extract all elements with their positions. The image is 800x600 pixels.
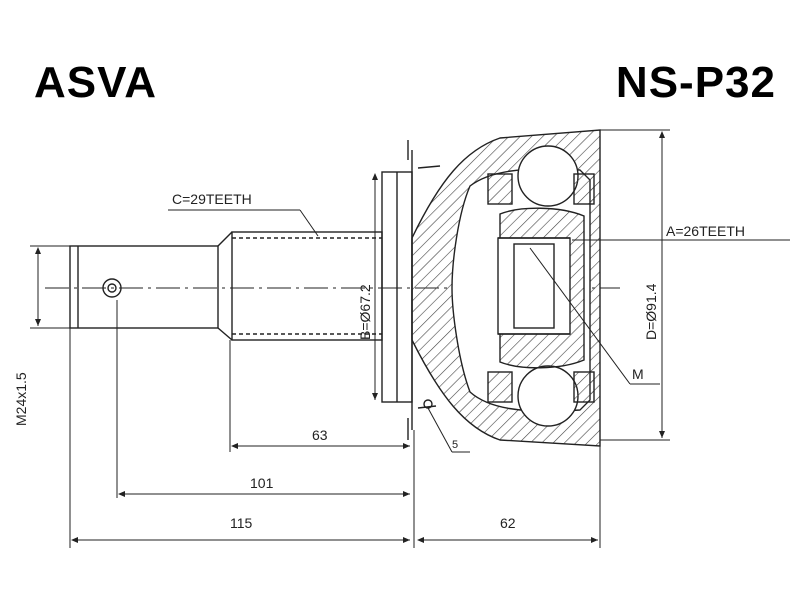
- label-spline-a: A=26TEETH: [666, 223, 745, 239]
- brand-logo-text: ASVA: [34, 58, 157, 107]
- label-marker-5: 5: [452, 439, 458, 451]
- label-thread: M24x1.5: [13, 372, 29, 426]
- dim-62: 62: [500, 515, 516, 531]
- cotter-hole: [102, 278, 122, 298]
- ball-top: [517, 145, 579, 207]
- part-number: NS-P32: [615, 58, 776, 107]
- threaded-stub: [69, 245, 219, 329]
- label-diam-b: B=Ø67.2: [357, 284, 373, 340]
- dim-63: 63: [312, 427, 328, 443]
- label-spline-c: C=29TEETH: [172, 191, 252, 207]
- leader-5: [427, 407, 453, 453]
- leader-m: [529, 247, 631, 385]
- dim-101: 101: [250, 475, 274, 491]
- ball-bottom: [517, 365, 579, 427]
- label-marker-m: M: [632, 366, 644, 382]
- label-diam-d: D=Ø91.4: [643, 283, 659, 340]
- dim-115: 115: [230, 515, 253, 531]
